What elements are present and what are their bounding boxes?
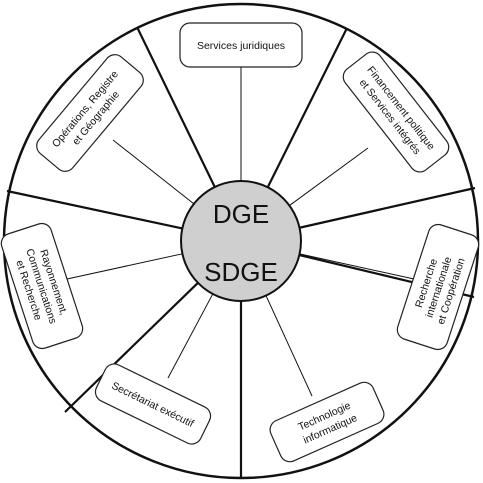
hub-label-dge: DGE: [213, 199, 269, 229]
connector-rayonnement: [66, 253, 183, 280]
unit-services-juridiques[interactable]: Services juridiques: [179, 22, 303, 68]
connector-recherche-internationale: [299, 253, 415, 280]
sector-divider-7: [6, 189, 183, 230]
unit-connectors: [66, 67, 415, 397]
unit-box: [36, 54, 144, 172]
sector-divider-2: [266, 27, 348, 188]
sector-divider-1: [136, 26, 216, 188]
unit-box: [269, 381, 385, 463]
hub[interactable]: DGE SDGE: [180, 180, 302, 302]
unit-box: [396, 223, 480, 351]
hub-label-sdge: SDGE: [204, 257, 278, 287]
connector-secretariat: [167, 293, 214, 379]
connector-technologie: [265, 295, 313, 397]
sector-dividers: [6, 26, 476, 478]
connector-operations: [112, 139, 195, 205]
unit-box: [342, 51, 450, 173]
hub-circle: [180, 180, 302, 302]
unit-box: [94, 363, 212, 445]
unit-box: [0, 222, 84, 350]
unit-box: [179, 22, 303, 68]
sector-divider-6: [64, 282, 199, 413]
sector-divider-3: [299, 186, 476, 229]
connector-financement: [289, 147, 369, 206]
unit-label-line: Services juridiques: [197, 40, 285, 52]
